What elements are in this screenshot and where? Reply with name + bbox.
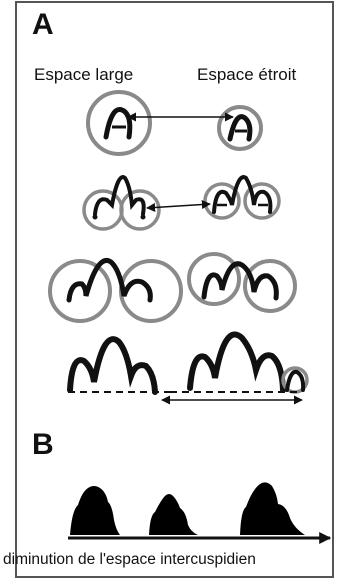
row2-narrow-cusps [203,175,281,220]
panel-b-profile-1 [70,486,120,535]
row2-wide-cusps [82,175,161,231]
caption-intercuspid-space: diminution de l'espace intercuspidien [3,551,256,568]
row1-wide-cusp [86,90,152,156]
figure-frame [15,1,334,578]
row4-narrow-profile [170,331,309,394]
row3-wide-cusps [48,258,183,323]
panel-b-profile-2 [149,494,198,535]
panel-label-a: A [32,8,54,41]
row1-narrow-cusp [217,105,263,151]
row4-wide-profile [67,336,170,395]
column-label-wide-space: Espace large [34,65,134,84]
panel-label-b: B [32,428,54,461]
panel-b-profile-3 [240,482,305,535]
column-label-narrow-space: Espace étroit [197,65,297,84]
row3-narrow-cusps [187,252,297,313]
row2-arrow [146,200,211,212]
